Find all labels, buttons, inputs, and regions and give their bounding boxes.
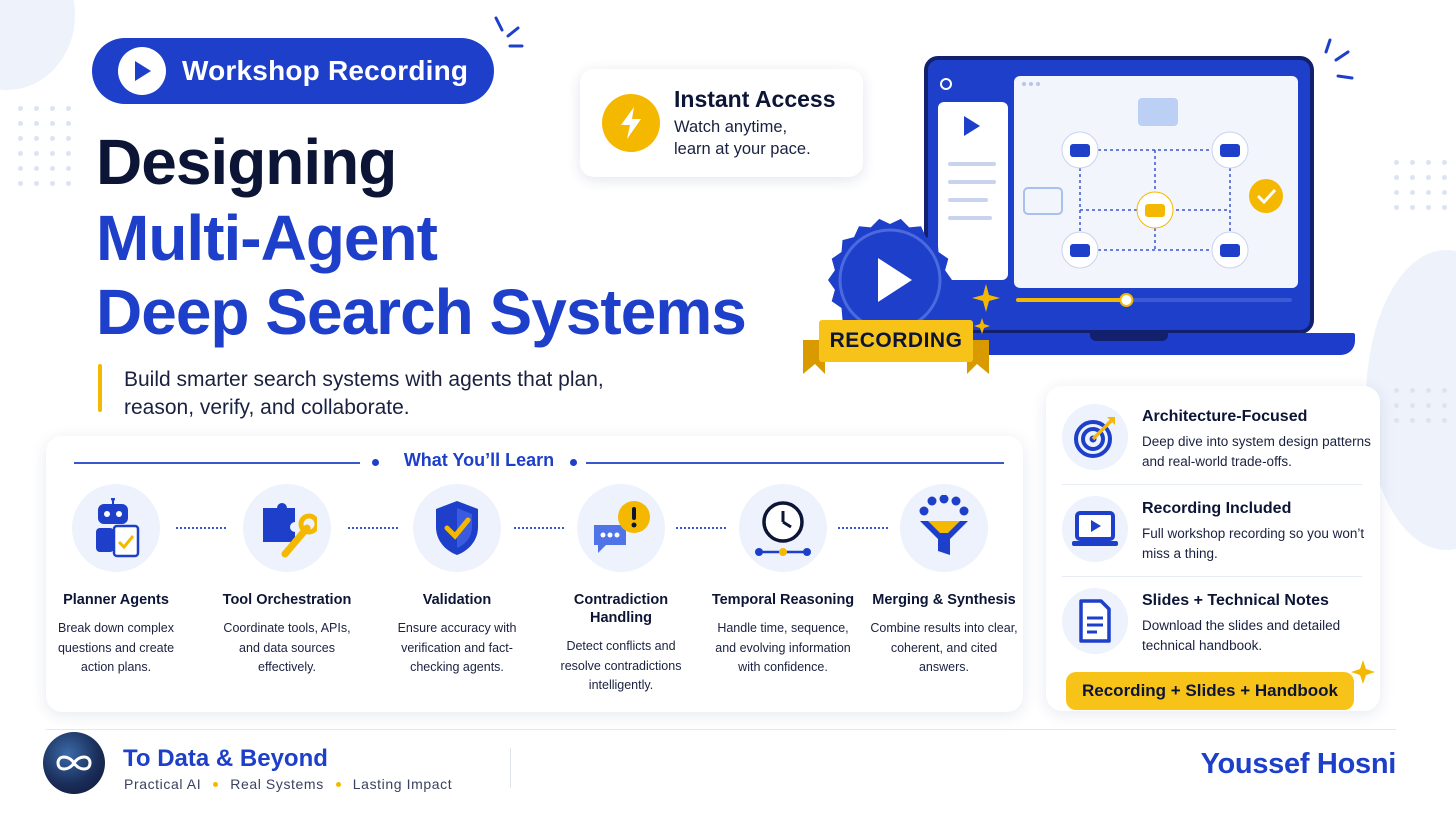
lightning-bolt-icon xyxy=(602,94,660,152)
divider xyxy=(1062,484,1362,485)
bundle-button[interactable]: Recording + Slides + Handbook xyxy=(1066,672,1354,710)
brand-name: To Data & Beyond xyxy=(123,745,328,772)
highlight-title: Architecture-Focused xyxy=(1142,408,1308,425)
clock-timeline-icon xyxy=(739,484,827,572)
connector-dots xyxy=(348,527,398,529)
feature-contradiction-handling: Contradiction Handling Detect conflicts … xyxy=(535,484,707,696)
feature-desc: Handle time, sequence, and evolving info… xyxy=(715,621,851,674)
sparkle-icon xyxy=(972,284,1000,334)
puzzle-wrench-icon xyxy=(243,484,331,572)
instant-access-title: Instant Access xyxy=(674,86,836,112)
tagline-item: Real Systems xyxy=(230,776,324,792)
laptop-play-icon xyxy=(1062,496,1128,562)
feature-desc: Ensure accuracy with verification and fa… xyxy=(397,621,517,674)
subtitle-accent-bar xyxy=(98,364,102,412)
laptop-screen xyxy=(924,56,1314,334)
robot-checklist-icon xyxy=(72,484,160,572)
author-name: Youssef Hosni xyxy=(1200,748,1397,780)
feature-desc: Detect conflicts and resolve contradicti… xyxy=(560,639,682,692)
sparkle-lines-icon xyxy=(494,16,524,48)
connector-dots xyxy=(176,527,226,529)
tagline-separator xyxy=(213,781,219,787)
sparkle-lines-icon xyxy=(1324,38,1354,80)
target-icon xyxy=(1062,404,1128,470)
feature-temporal-reasoning: Temporal Reasoning Handle time, sequence… xyxy=(697,484,869,678)
recording-badge-label: RECORDING xyxy=(829,329,963,352)
chat-alert-icon xyxy=(577,484,665,572)
divider-line xyxy=(586,462,1004,464)
feature-desc: Break down complex questions and create … xyxy=(57,621,175,674)
feature-merging-synthesis: Merging & Synthesis Combine results into… xyxy=(858,484,1030,678)
highlight-desc: Download the slides and detailed technic… xyxy=(1142,618,1341,653)
feature-planner-agents: Planner Agents Break down complex questi… xyxy=(30,484,202,678)
instant-access-line2: learn at your pace. xyxy=(674,140,811,158)
decor-dots xyxy=(1394,388,1448,423)
footer-divider xyxy=(46,729,1396,730)
funnel-icon xyxy=(900,484,988,572)
learn-section-title: What You’ll Learn xyxy=(403,450,555,470)
highlight-title: Slides + Technical Notes xyxy=(1142,592,1329,609)
decor-dots xyxy=(18,106,72,186)
feature-title: Tool Orchestration xyxy=(222,592,352,608)
feature-validation: Validation Ensure accuracy with verifica… xyxy=(371,484,543,678)
connector-dots xyxy=(514,527,564,529)
instant-access-line1: Watch anytime, xyxy=(674,118,788,136)
infinity-logo-icon xyxy=(43,732,105,794)
subtitle: Build smarter search systems with agents… xyxy=(124,368,604,419)
tagline-separator xyxy=(335,781,341,787)
recording-ribbon xyxy=(803,320,989,374)
laptop-base xyxy=(905,333,1355,355)
agent-network-illustration xyxy=(938,76,1298,307)
divider-dot xyxy=(570,459,577,466)
feature-title: Merging & Synthesis xyxy=(872,592,1016,608)
footer-separator xyxy=(510,748,511,788)
document-icon xyxy=(1062,588,1128,654)
highlight-slides: Slides + Technical Notes Download the sl… xyxy=(1062,588,1372,656)
highlight-architecture: Architecture-Focused Deep dive into syst… xyxy=(1062,404,1372,472)
feature-title: Validation xyxy=(422,592,492,608)
title-line-3: Deep Search Systems xyxy=(96,276,747,348)
highlight-desc: Deep dive into system design patterns an… xyxy=(1142,434,1371,469)
shield-check-icon xyxy=(413,484,501,572)
feature-tool-orchestration: Tool Orchestration Coordinate tools, API… xyxy=(201,484,373,678)
tagline-item: Lasting Impact xyxy=(352,776,453,792)
feature-title: Contradiction Handling xyxy=(573,592,669,626)
divider xyxy=(1062,576,1362,577)
pill-label: Workshop Recording xyxy=(182,55,469,86)
background-circle xyxy=(0,0,75,90)
play-icon xyxy=(118,47,166,95)
title-line-1: Designing xyxy=(96,126,397,198)
feature-title: Planner Agents xyxy=(63,592,169,608)
connector-dots xyxy=(676,527,726,529)
highlight-desc: Full workshop recording so you won’t mis… xyxy=(1142,526,1365,561)
what-youll-learn-card xyxy=(46,436,1023,712)
laptop-notch xyxy=(1090,333,1168,341)
feature-desc: Combine results into clear, coherent, an… xyxy=(870,621,1018,674)
workshop-recording-pill[interactable]: Workshop Recording xyxy=(92,38,494,104)
brand-tagline: Practical AI Real Systems Lasting Impact xyxy=(124,776,452,792)
feature-title: Temporal Reasoning xyxy=(711,592,855,608)
divider-dot xyxy=(372,459,379,466)
highlight-recording: Recording Included Full workshop recordi… xyxy=(1062,496,1372,564)
connector-dots xyxy=(838,527,888,529)
highlight-title: Recording Included xyxy=(1142,500,1292,517)
sparkle-icon xyxy=(1351,660,1375,684)
tagline-item: Practical AI xyxy=(124,776,202,792)
title-line-2: Multi-Agent xyxy=(96,202,438,274)
feature-desc: Coordinate tools, APIs, and data sources… xyxy=(223,621,351,674)
decor-dots xyxy=(1394,160,1448,210)
instant-access-card: Instant Access Watch anytime, learn at y… xyxy=(580,69,863,177)
divider-line xyxy=(74,462,360,464)
